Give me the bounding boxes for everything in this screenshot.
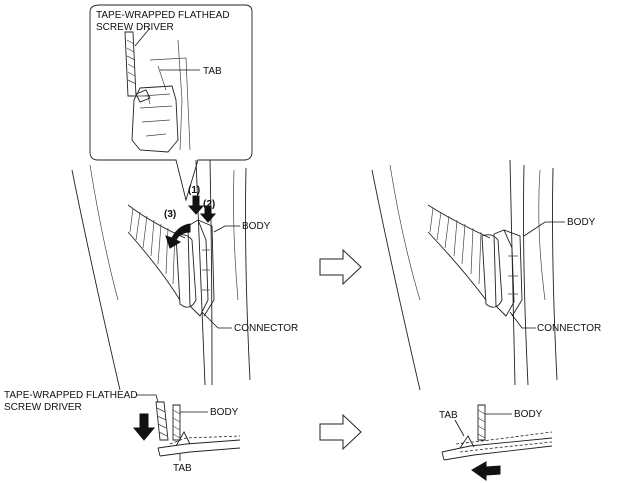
body-leader-right [523, 221, 565, 237]
connector-label-left: CONNECTOR [234, 323, 298, 334]
detail-inset [89, 4, 253, 202]
left-body-panel [71, 159, 251, 391]
tab-label-bottom-left: TAB [173, 463, 192, 474]
left-harness-boot [127, 204, 215, 317]
connector-leader-left [201, 311, 232, 329]
right-body-panel [371, 159, 558, 391]
body-label-left: BODY [242, 221, 271, 232]
tool-label-inset-line2: SCREW DRIVER [96, 22, 174, 33]
transition-arrow-top [319, 248, 362, 286]
tab-leader-bottom-right [454, 419, 465, 437]
pull-arrow-bottom [471, 461, 501, 481]
tab-label-bottom-right: TAB [439, 410, 458, 421]
body-section-bottom-left [172, 404, 181, 441]
push-arrow-step2 [199, 205, 217, 223]
body-section-bottom-right [477, 404, 486, 441]
transition-arrow-bottom [319, 413, 362, 451]
body-label-right: BODY [567, 217, 596, 228]
tool-leader-bottom [136, 394, 159, 403]
connector-label-right: CONNECTOR [537, 323, 601, 334]
body-leader-left [213, 225, 240, 233]
tool-label-bottom-line2: SCREW DRIVER [4, 402, 82, 413]
body-label-bottom-left: BODY [210, 407, 239, 418]
right-harness-boot [427, 204, 523, 317]
step3-label: (3) [164, 209, 176, 220]
rotate-arrow-step3 [165, 223, 191, 249]
push-arrow-step1 [187, 195, 205, 215]
step2-label: (2) [203, 199, 215, 210]
step1-label: (1) [188, 185, 200, 196]
tab-label-inset: TAB [203, 66, 222, 77]
body-label-bottom-right: BODY [514, 409, 543, 420]
push-arrow-bottom [132, 413, 156, 441]
connector-leader-right [509, 311, 536, 329]
screwdriver-section [155, 401, 169, 441]
tool-label-bottom-line1: TAPE-WRAPPED FLATHEAD [4, 390, 138, 401]
tool-label-inset-line1: TAPE-WRAPPED FLATHEAD [96, 10, 230, 21]
